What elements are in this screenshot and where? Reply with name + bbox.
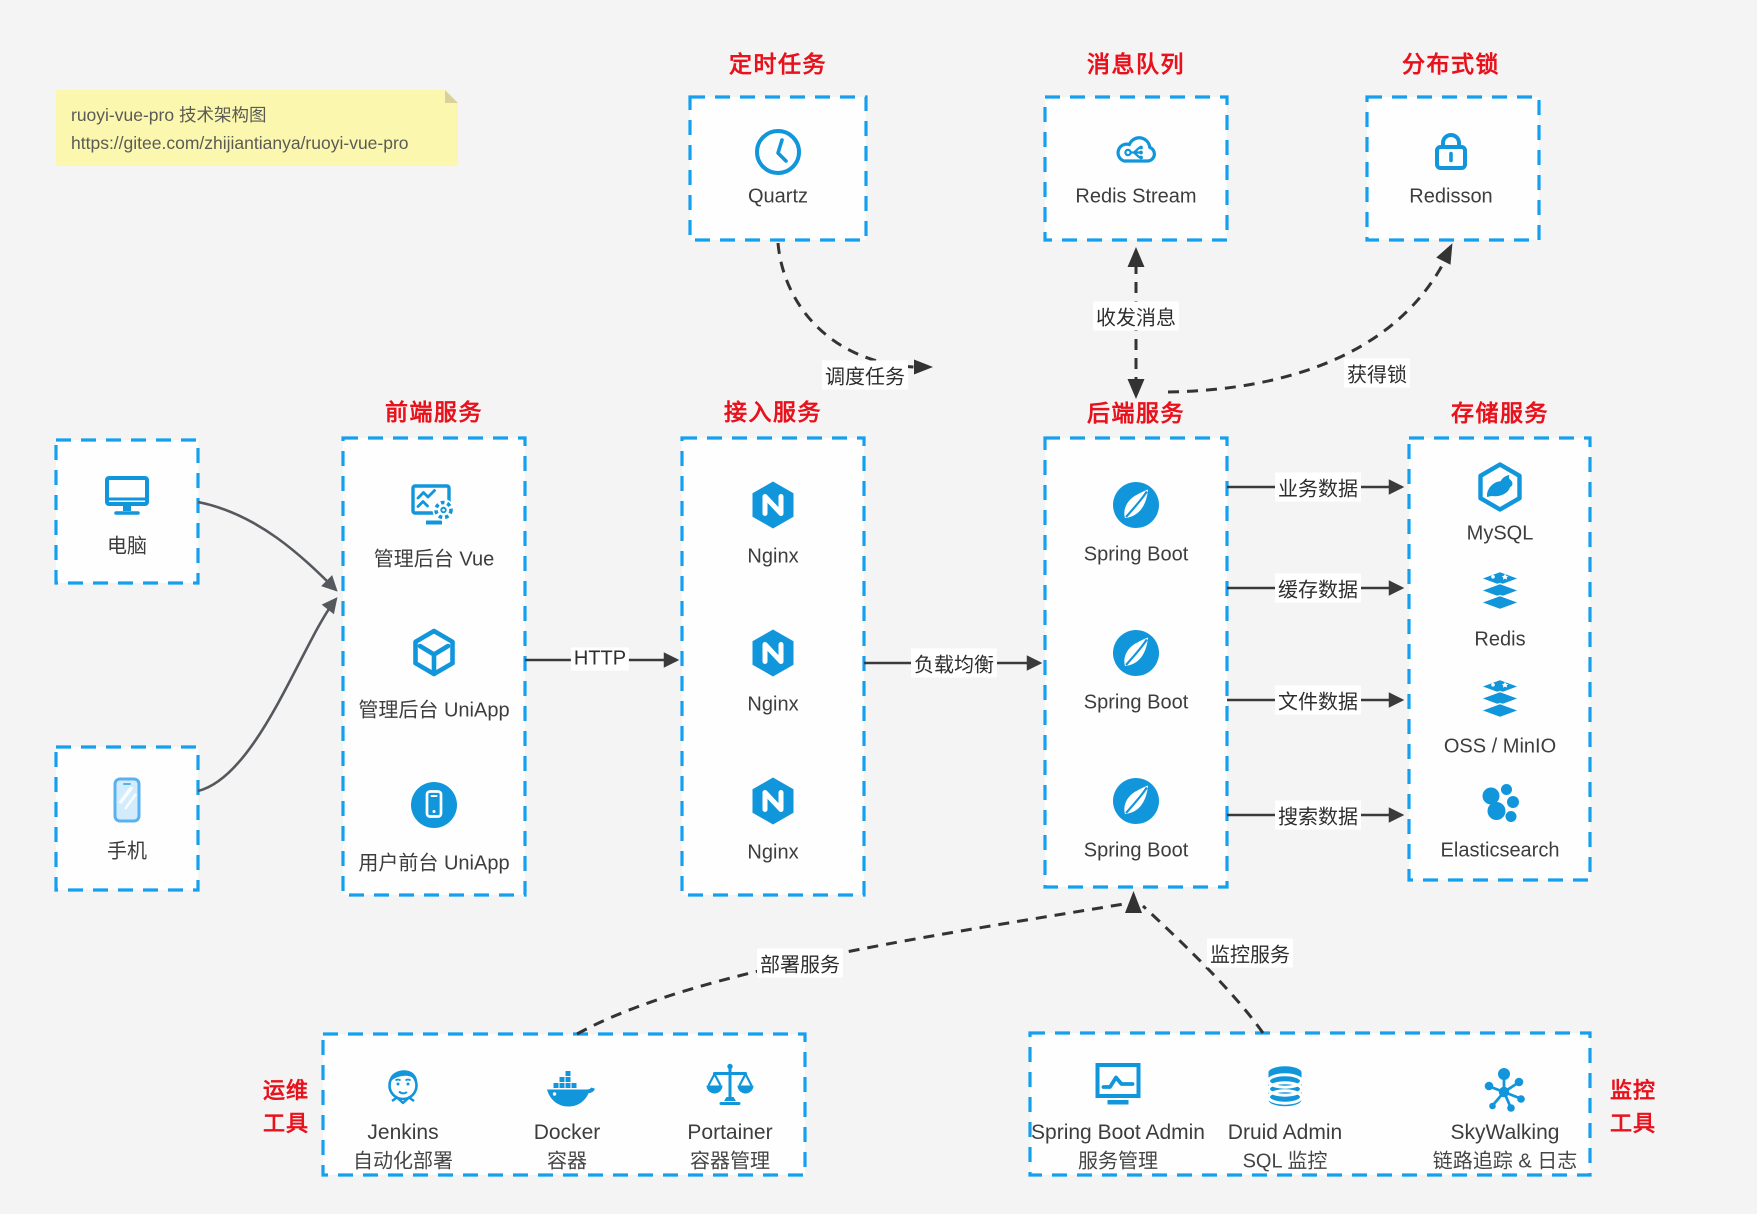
title-backend-services: 后端服务: [1087, 400, 1185, 426]
spring-icon: [1108, 773, 1164, 829]
box-message-queue: [1043, 95, 1229, 242]
node-label-oss-minio: OSS / MinIO: [1443, 735, 1557, 758]
edge-label-http: HTTP: [570, 647, 630, 671]
note-title: ruoyi-vue-pro 技术架构图: [71, 105, 267, 125]
portainer-icon: [702, 1057, 758, 1113]
node-label-mysql: MySQL: [1466, 522, 1534, 545]
spring-icon: [1108, 477, 1164, 533]
edge-label-search-data: 搜索数据: [1275, 800, 1361, 830]
arrowhead-schedule: [914, 359, 933, 375]
node-label-docker: Docker: [533, 1121, 601, 1144]
edge-label-file-data: 文件数据: [1275, 685, 1361, 715]
edge-label-monitor: 监控服务: [1207, 938, 1293, 968]
node-label-redisson: Redisson: [1409, 185, 1493, 208]
edge-label-load-balance: 负载均衡: [911, 648, 997, 678]
node-label-druid-admin: Druid Admin: [1227, 1121, 1343, 1144]
arrowhead-messaging-down: [1127, 379, 1145, 399]
title-storage-services: 存储服务: [1451, 400, 1549, 426]
title-ops-tools: 运维 工具: [262, 1078, 310, 1136]
node-label-nginx-3: Nginx: [747, 841, 799, 864]
edge-pc-to-frontend: [197, 500, 338, 592]
edge-monitor: [1141, 904, 1265, 1034]
title-gateway-services: 接入服务: [724, 399, 822, 425]
note-url: https://gitee.com/zhijiantianya/ruoyi-vu…: [71, 133, 409, 154]
edge-label-deploy: 部署服务: [757, 948, 843, 978]
edge-acquire-lock: [1167, 261, 1446, 394]
arrowhead-into-backend: [1125, 891, 1142, 913]
title-frontend-services: 前端服务: [385, 399, 483, 425]
edge-schedule-task: [776, 242, 915, 369]
admin-vue-icon: [406, 477, 462, 533]
node-desc-portainer: 容器管理: [690, 1150, 770, 1173]
mysql-icon: [1472, 459, 1528, 515]
title-message-queue: 消息队列: [1087, 51, 1185, 77]
node-label-springboot-3: Spring Boot: [1083, 839, 1189, 862]
docker-icon: [539, 1059, 595, 1115]
node-label-jenkins: Jenkins: [367, 1121, 439, 1144]
node-label-redis: Redis: [1474, 628, 1526, 651]
arrowhead-messaging-up: [1127, 247, 1145, 267]
title-monitor-tools: 监控 工具: [1609, 1078, 1657, 1136]
edge-label-messaging: 收发消息: [1093, 301, 1179, 331]
edge-phone-to-frontend: [197, 597, 338, 793]
node-label-pc: 电脑: [107, 535, 147, 558]
node-label-nginx-1: Nginx: [747, 545, 799, 568]
node-label-springboot-2: Spring Boot: [1083, 691, 1189, 714]
nginx-icon: [745, 773, 801, 829]
desktop-icon: [99, 466, 155, 522]
elasticsearch-icon: [1472, 775, 1528, 831]
nginx-icon: [745, 477, 801, 533]
node-label-portainer: Portainer: [687, 1121, 773, 1144]
spring-boot-admin-icon: [1090, 1057, 1146, 1113]
storage-stack-icon: [1472, 672, 1528, 728]
node-label-nginx-2: Nginx: [747, 693, 799, 716]
redis-stack-icon: [1472, 564, 1528, 620]
clock-icon: [750, 124, 806, 180]
druid-icon: [1257, 1059, 1313, 1115]
node-desc-docker: 容器: [547, 1150, 587, 1173]
arrowhead-acquire-lock: [1436, 243, 1453, 265]
node-label-admin-uniapp: 管理后台 UniApp: [358, 699, 510, 722]
node-desc-skywalking: 链路追踪 & 日志: [1432, 1150, 1578, 1173]
title-scheduled-task: 定时任务: [729, 51, 827, 77]
node-desc-spring-boot-admin: 服务管理: [1078, 1150, 1158, 1173]
sticky-note: ruoyi-vue-pro 技术架构图 https://gitee.com/zh…: [56, 90, 458, 166]
node-desc-druid-admin: SQL 监控: [1242, 1150, 1328, 1173]
node-label-skywalking: SkyWalking: [1450, 1121, 1560, 1144]
node-label-user-uniapp: 用户前台 UniApp: [358, 852, 510, 875]
node-desc-jenkins: 自动化部署: [353, 1150, 453, 1173]
node-label-quartz: Quartz: [747, 185, 809, 208]
cloud-mq-icon: [1108, 122, 1164, 178]
edge-label-cache-data: 缓存数据: [1275, 573, 1361, 603]
node-label-phone: 手机: [107, 840, 147, 863]
edge-label-schedule: 调度任务: [822, 360, 908, 390]
lock-icon: [1423, 122, 1479, 178]
node-label-redis-stream: Redis Stream: [1075, 185, 1197, 208]
node-label-spring-boot-admin: Spring Boot Admin: [1031, 1121, 1205, 1144]
nginx-icon: [745, 625, 801, 681]
node-label-admin-vue: 管理后台 Vue: [373, 548, 495, 571]
node-label-elasticsearch: Elasticsearch: [1440, 839, 1560, 862]
user-app-icon: [406, 777, 462, 833]
edge-deploy: [576, 902, 1125, 1036]
jenkins-icon: [375, 1057, 431, 1113]
smartphone-icon: [99, 772, 155, 828]
skywalking-icon: [1477, 1062, 1533, 1118]
title-distributed-lock: 分布式锁: [1402, 51, 1500, 77]
spring-icon: [1108, 625, 1164, 681]
uniapp-cube-icon: [406, 625, 462, 681]
edge-label-business-data: 业务数据: [1275, 472, 1361, 502]
box-scheduler: [688, 95, 868, 242]
edge-label-acquire-lock: 获得锁: [1344, 358, 1410, 388]
node-label-springboot-1: Spring Boot: [1083, 543, 1189, 566]
